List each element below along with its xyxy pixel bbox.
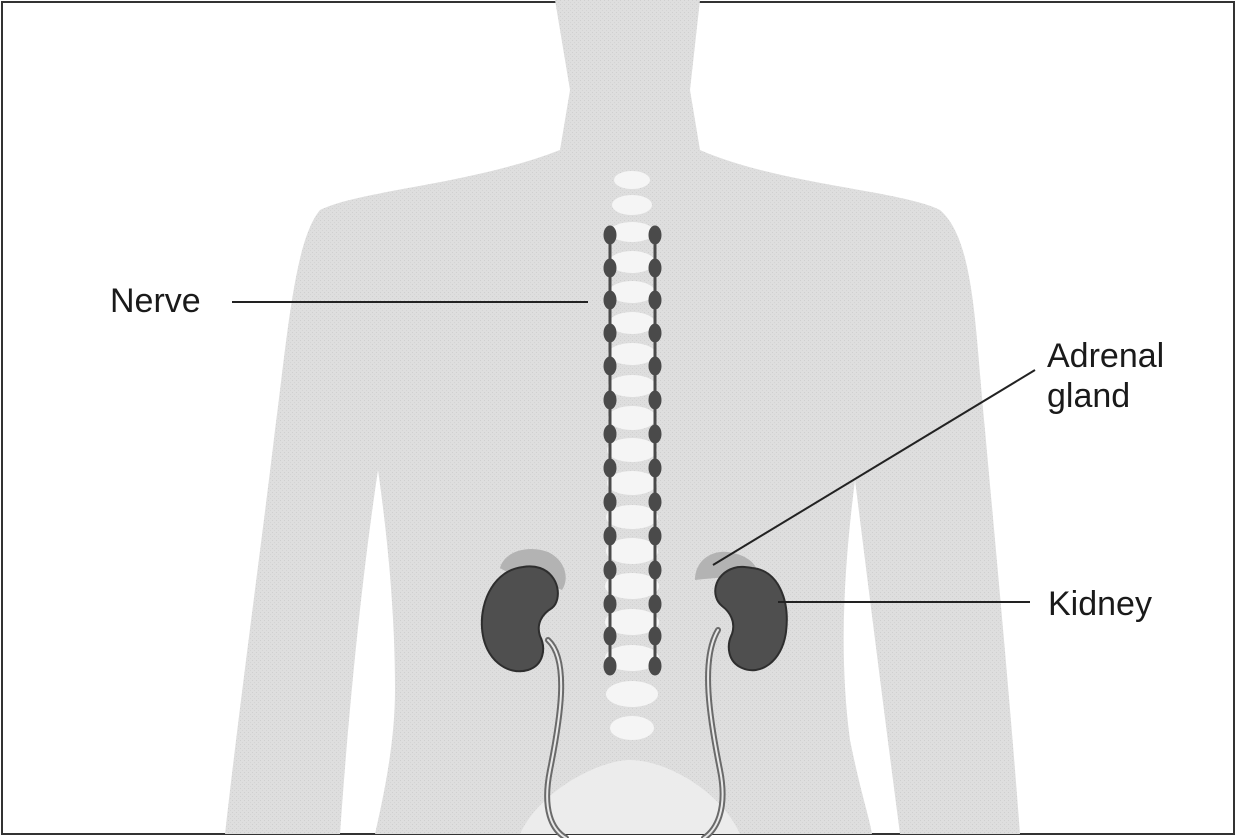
adrenal-label-line2: gland	[1047, 376, 1164, 416]
nerve-label: Nerve	[110, 281, 201, 321]
spine-icon	[605, 171, 659, 740]
adrenal-label-line1: Adrenal	[1047, 336, 1164, 376]
adrenal-gland-label: Adrenal gland	[1047, 336, 1164, 416]
kidney-label: Kidney	[1048, 584, 1152, 624]
